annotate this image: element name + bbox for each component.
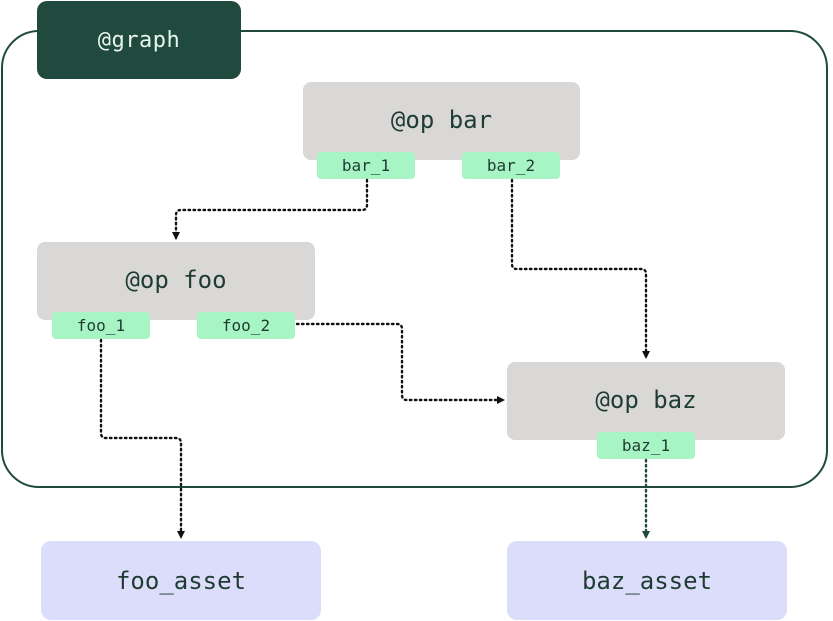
edge-bar1-to-foo	[172, 178, 369, 240]
port-label: foo_2	[221, 316, 271, 335]
port-foo-2: foo_2	[197, 312, 295, 339]
port-baz-1: baz_1	[597, 432, 695, 459]
op-bar-label: @op bar	[390, 106, 493, 134]
asset-foo-label: foo_asset	[115, 566, 247, 595]
port-label: bar_1	[341, 156, 391, 175]
op-foo-node: @op foo	[37, 242, 315, 320]
asset-baz-node: baz_asset	[507, 541, 787, 620]
asset-foo-node: foo_asset	[41, 541, 321, 620]
port-label: foo_1	[76, 316, 126, 335]
op-foo-label: @op foo	[125, 266, 227, 294]
graph-label: @graph	[37, 1, 241, 79]
edge-foo1-to-foo-asset	[99, 338, 185, 539]
edge-foo2-to-baz	[295, 322, 505, 404]
edge-bar2-to-baz	[510, 178, 650, 359]
port-foo-1: foo_1	[52, 312, 150, 339]
port-label: bar_2	[486, 156, 536, 175]
port-bar-2: bar_2	[462, 152, 560, 179]
op-baz-label: @op baz	[595, 386, 697, 414]
port-label: baz_1	[621, 436, 671, 455]
op-baz-node: @op baz	[507, 362, 785, 440]
asset-baz-label: baz_asset	[581, 566, 713, 595]
op-bar-node: @op bar	[303, 82, 580, 160]
port-bar-1: bar_1	[317, 152, 415, 179]
